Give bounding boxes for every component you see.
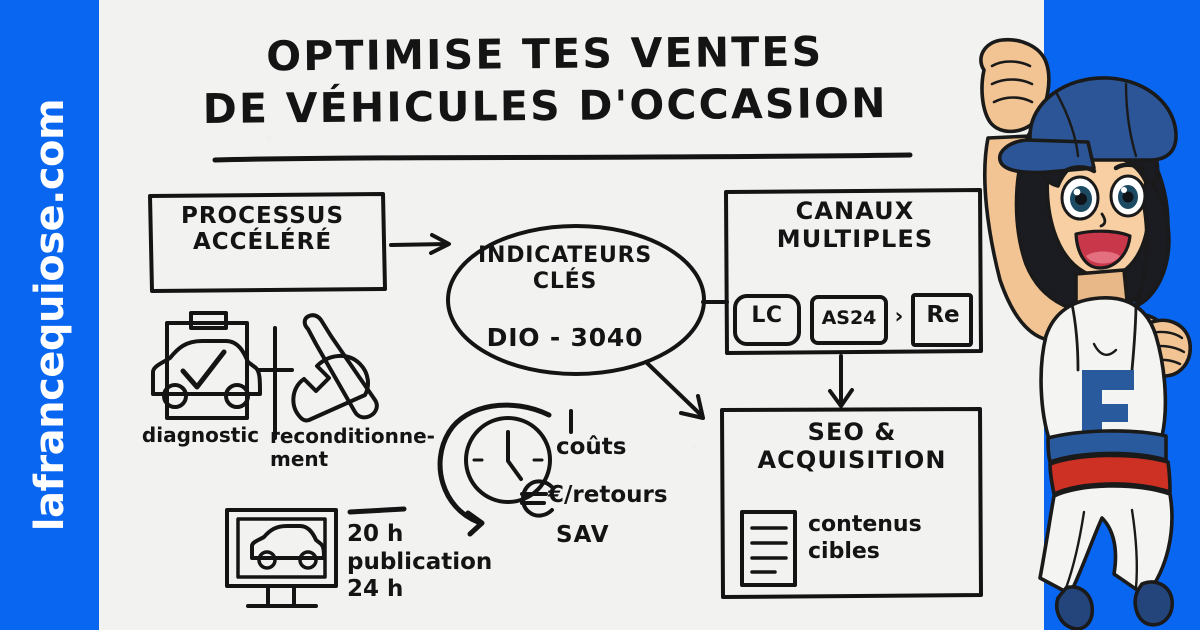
as24-badge-label: AS24 <box>821 307 877 329</box>
mascot-fist-knuckles <box>990 60 1034 104</box>
kpi-oval-title: INDICATEURS CLÉS <box>478 243 652 295</box>
brand-url: lafrancequiose.com <box>26 98 73 532</box>
mascot-leg-crease-right <box>1130 508 1138 590</box>
brand-sidebar: lafrancequiose.com <box>0 0 99 630</box>
costs-label-couts: coûts <box>556 434 627 460</box>
mascot-cap-brim <box>998 138 1096 175</box>
kpi-oval-metric: DIO - 3040 <box>486 323 644 352</box>
mascot-strap-left <box>1070 302 1080 372</box>
mascot-strap-right <box>1130 300 1138 372</box>
mascot-chest-shade <box>1092 342 1118 356</box>
step-label-diagnostic: diagnostic <box>141 423 260 447</box>
mascot-eyebrow-right <box>1113 162 1147 173</box>
mascot-eye-glint-right <box>1121 187 1127 193</box>
mascot-shoe-left <box>1055 585 1095 630</box>
mascot-pupil-core-right <box>1122 191 1134 203</box>
mascot-eye-glint-left <box>1073 188 1081 196</box>
mascot-tongue <box>1086 251 1120 264</box>
mascot-eyebrow-left <box>1061 165 1097 175</box>
mascot-cap-seam <box>1054 82 1138 158</box>
mascot-shoe-right <box>1133 580 1174 627</box>
page-title: OPTIMISE TES VENTES DE VÉHICULES D'OCCAS… <box>202 27 888 134</box>
mascot-cheering-woman <box>979 37 1192 630</box>
leboncoin-badge-label: LC <box>751 303 783 328</box>
mascot-belt-red <box>1048 453 1172 496</box>
publication-label: 20 h publication 24 h <box>347 521 493 603</box>
mascot-pupil-core-left <box>1075 193 1087 205</box>
mascot-nose <box>1099 212 1107 228</box>
process-box-label: PROCESSUS ACCÉLÉRÉ <box>180 203 345 256</box>
costs-label-retours: €/retours <box>548 482 668 508</box>
costs-label-sav: SAV <box>556 522 610 548</box>
step-label-reconditionnement: reconditionne- ment <box>270 424 435 472</box>
mascot-hair-side-strand <box>1134 176 1171 308</box>
mascot-legs <box>1038 484 1174 598</box>
mascot-leg-crease-left <box>1064 510 1086 590</box>
